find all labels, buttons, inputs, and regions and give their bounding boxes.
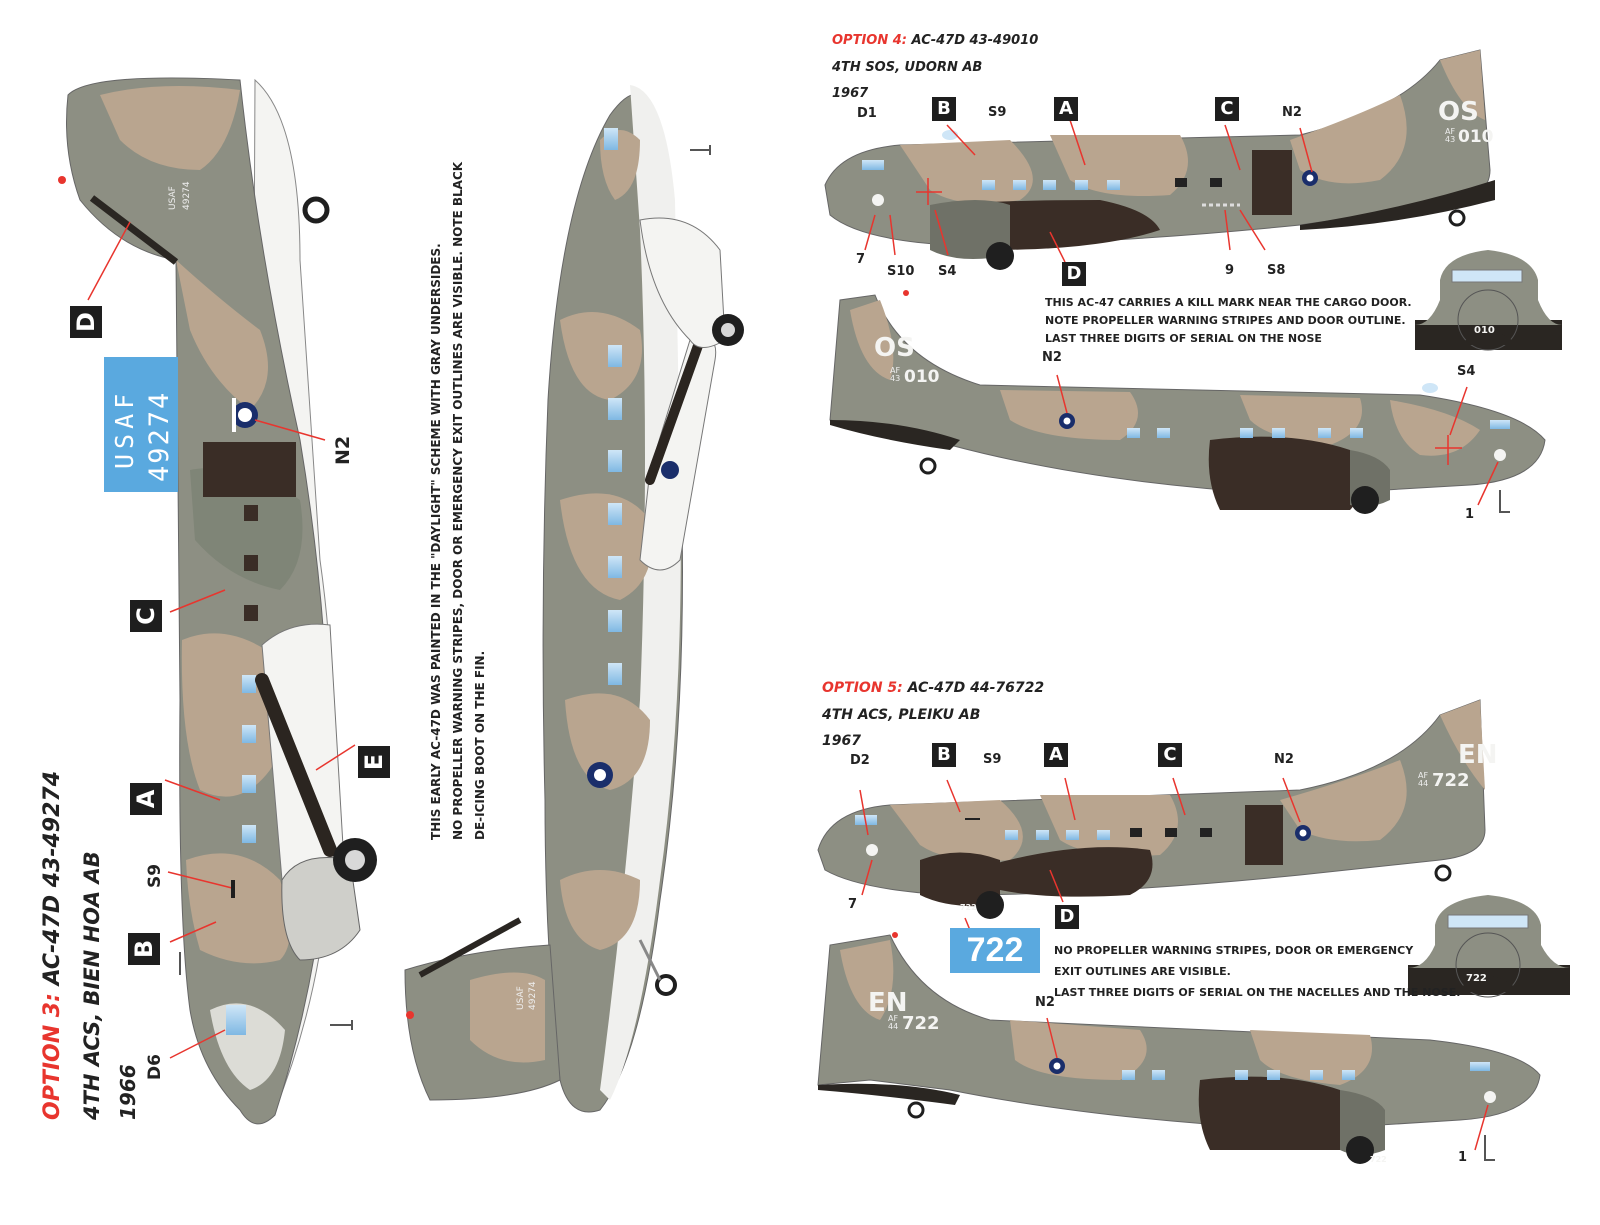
option3-heading: OPTION 3: AC-47D 43-49274: [40, 771, 65, 1120]
option5-note-2: EXIT OUTLINES ARE VISIBLE.: [1054, 965, 1231, 978]
callout-c: C: [130, 600, 162, 632]
option4-label-s4: S4: [938, 264, 957, 279]
option4-tail-code-lower: OS: [874, 333, 915, 363]
option4-heading: OPTION 4: AC-47D 43-49010: [832, 33, 1038, 48]
option4-tail-code-upper: OS: [1438, 97, 1479, 127]
option4-tail-serial-lower: 010: [904, 367, 940, 387]
option4-callout-d: D: [1062, 262, 1086, 286]
option3-label: OPTION 3:: [40, 993, 65, 1120]
option5-label: OPTION 5:: [822, 680, 903, 696]
option3-year: 1966: [116, 1064, 140, 1120]
option4-label-9: 9: [1225, 263, 1235, 278]
option5-nose-serial: 722: [1466, 973, 1487, 984]
option4-label-s9: S9: [988, 105, 1007, 120]
callout-b: B: [128, 933, 160, 965]
option5-label-s9: S9: [983, 752, 1002, 767]
option3-serial-box: USAF 49274: [104, 357, 178, 492]
option3-unit: 4TH ACS, BIEN HOA AB: [80, 851, 104, 1120]
label-d6: D6: [145, 1054, 165, 1080]
option5-label-d2: D2: [850, 753, 870, 768]
option5-tail-code-lower: EN: [868, 988, 908, 1018]
option5-callout-a: A: [1044, 743, 1068, 767]
option4-note-2: NOTE PROPELLER WARNING STRIPES AND DOOR …: [1045, 314, 1406, 327]
option5-profile-right: [817, 699, 1486, 919]
option4-callout-a: A: [1054, 97, 1078, 121]
label-s9: S9: [145, 863, 165, 888]
top-view-fin-usaf: USAF: [516, 986, 526, 1010]
option5-callout-d: D: [1055, 905, 1079, 929]
option4-note-3: LAST THREE DIGITS OF SERIAL ON THE NOSE: [1045, 332, 1322, 345]
option5-nacelle-serial: 722: [960, 903, 977, 912]
option5-note-1: NO PROPELLER WARNING STRIPES, DOOR OR EM…: [1054, 944, 1414, 957]
callout-d: D: [70, 306, 102, 338]
option4-front-view: [1415, 250, 1562, 351]
option5-callout-c: C: [1158, 743, 1182, 767]
option5-title: AC-47D 44-76722: [907, 680, 1045, 696]
top-view: [404, 85, 744, 1113]
callout-a: A: [130, 783, 162, 815]
option4-label-1: 1: [1465, 507, 1475, 522]
option4-year: 1967: [832, 86, 869, 101]
option3-title: AC-47D 43-49274: [40, 770, 65, 986]
option4-profile-right: [824, 49, 1495, 270]
option5-notes: NO PROPELLER WARNING STRIPES, DOOR OR EM…: [1054, 940, 1460, 1003]
callout-e: E: [358, 746, 390, 778]
option3-note: THIS EARLY AC-47D WAS PAINTED IN THE "DA…: [425, 162, 491, 840]
serial-box-number: 49274: [144, 390, 175, 482]
option5-label-n2-lower: N2: [1035, 995, 1055, 1010]
option3-fin-serial: 49274: [182, 181, 192, 210]
option5-callout-b: B: [932, 743, 956, 767]
option5-note-3: LAST THREE DIGITS OF SERIAL ON THE NACEL…: [1054, 986, 1461, 999]
option3-note-line3: DE-ICING BOOT ON THE FIN.: [473, 650, 487, 840]
option3-side-view: [58, 77, 377, 1125]
option4-callout-c: C: [1215, 97, 1239, 121]
serial-box-usaf: USAF: [110, 388, 139, 469]
option4-tail-prefix-lower: AF 43: [890, 366, 901, 383]
option4-notes: THIS AC-47 CARRIES A KILL MARK NEAR THE …: [1045, 294, 1412, 348]
option4-profile-left: [829, 290, 1546, 514]
option5-label-1: 1: [1458, 1150, 1468, 1165]
option5-front-view: [1408, 895, 1570, 998]
option4-callout-b: B: [932, 97, 956, 121]
option4-nose-serial: 010: [1474, 325, 1495, 336]
option4-label-s8: S8: [1267, 263, 1286, 278]
option5-year: 1967: [822, 733, 861, 749]
option5-nacelle-serial-lower: 722: [1370, 1155, 1387, 1164]
option4-label-7: 7: [856, 252, 866, 267]
option3-note-line1: THIS EARLY AC-47D WAS PAINTED IN THE "DA…: [429, 243, 443, 840]
option4-label-d1: D1: [857, 106, 877, 121]
option5-serial-box: 722: [950, 928, 1040, 973]
option5-profile-left: [817, 932, 1541, 1164]
option3-fin-usaf: USAF: [168, 186, 178, 210]
option4-tail-serial-upper: 010: [1458, 127, 1494, 147]
option5-tail-serial-lower: 722: [902, 1013, 940, 1034]
option5-heading: OPTION 5: AC-47D 44-76722: [822, 680, 1044, 696]
top-view-fin-serial: 49274: [528, 981, 538, 1010]
option4-tail-prefix-upper: AF 43: [1445, 127, 1456, 144]
option3-note-line2: NO PROPELLER WARNING STRIPES, DOOR OR EM…: [451, 161, 465, 840]
option4-label: OPTION 4:: [832, 33, 907, 48]
option4-unit: 4TH SOS, UDORN AB: [832, 60, 983, 75]
label-n2: N2: [332, 435, 354, 465]
option5-tail-serial-upper: 722: [1432, 770, 1470, 791]
option5-label-7: 7: [848, 897, 858, 912]
option4-label-n2: N2: [1282, 105, 1302, 120]
option4-label-s10: S10: [887, 264, 915, 279]
option5-tail-code-upper: EN: [1458, 740, 1498, 770]
option5-unit: 4TH ACS, PLEIKU AB: [822, 707, 981, 723]
option5-tail-prefix-upper: AF 44: [1418, 771, 1429, 788]
option5-tail-prefix-lower: AF 44: [888, 1014, 899, 1031]
option5-label-n2: N2: [1274, 752, 1294, 767]
option4-label-s4-lower: S4: [1457, 364, 1476, 379]
option4-label-n2-lower: N2: [1042, 350, 1062, 365]
option4-note-1: THIS AC-47 CARRIES A KILL MARK NEAR THE …: [1045, 296, 1412, 309]
option4-title: AC-47D 43-49010: [911, 33, 1039, 48]
